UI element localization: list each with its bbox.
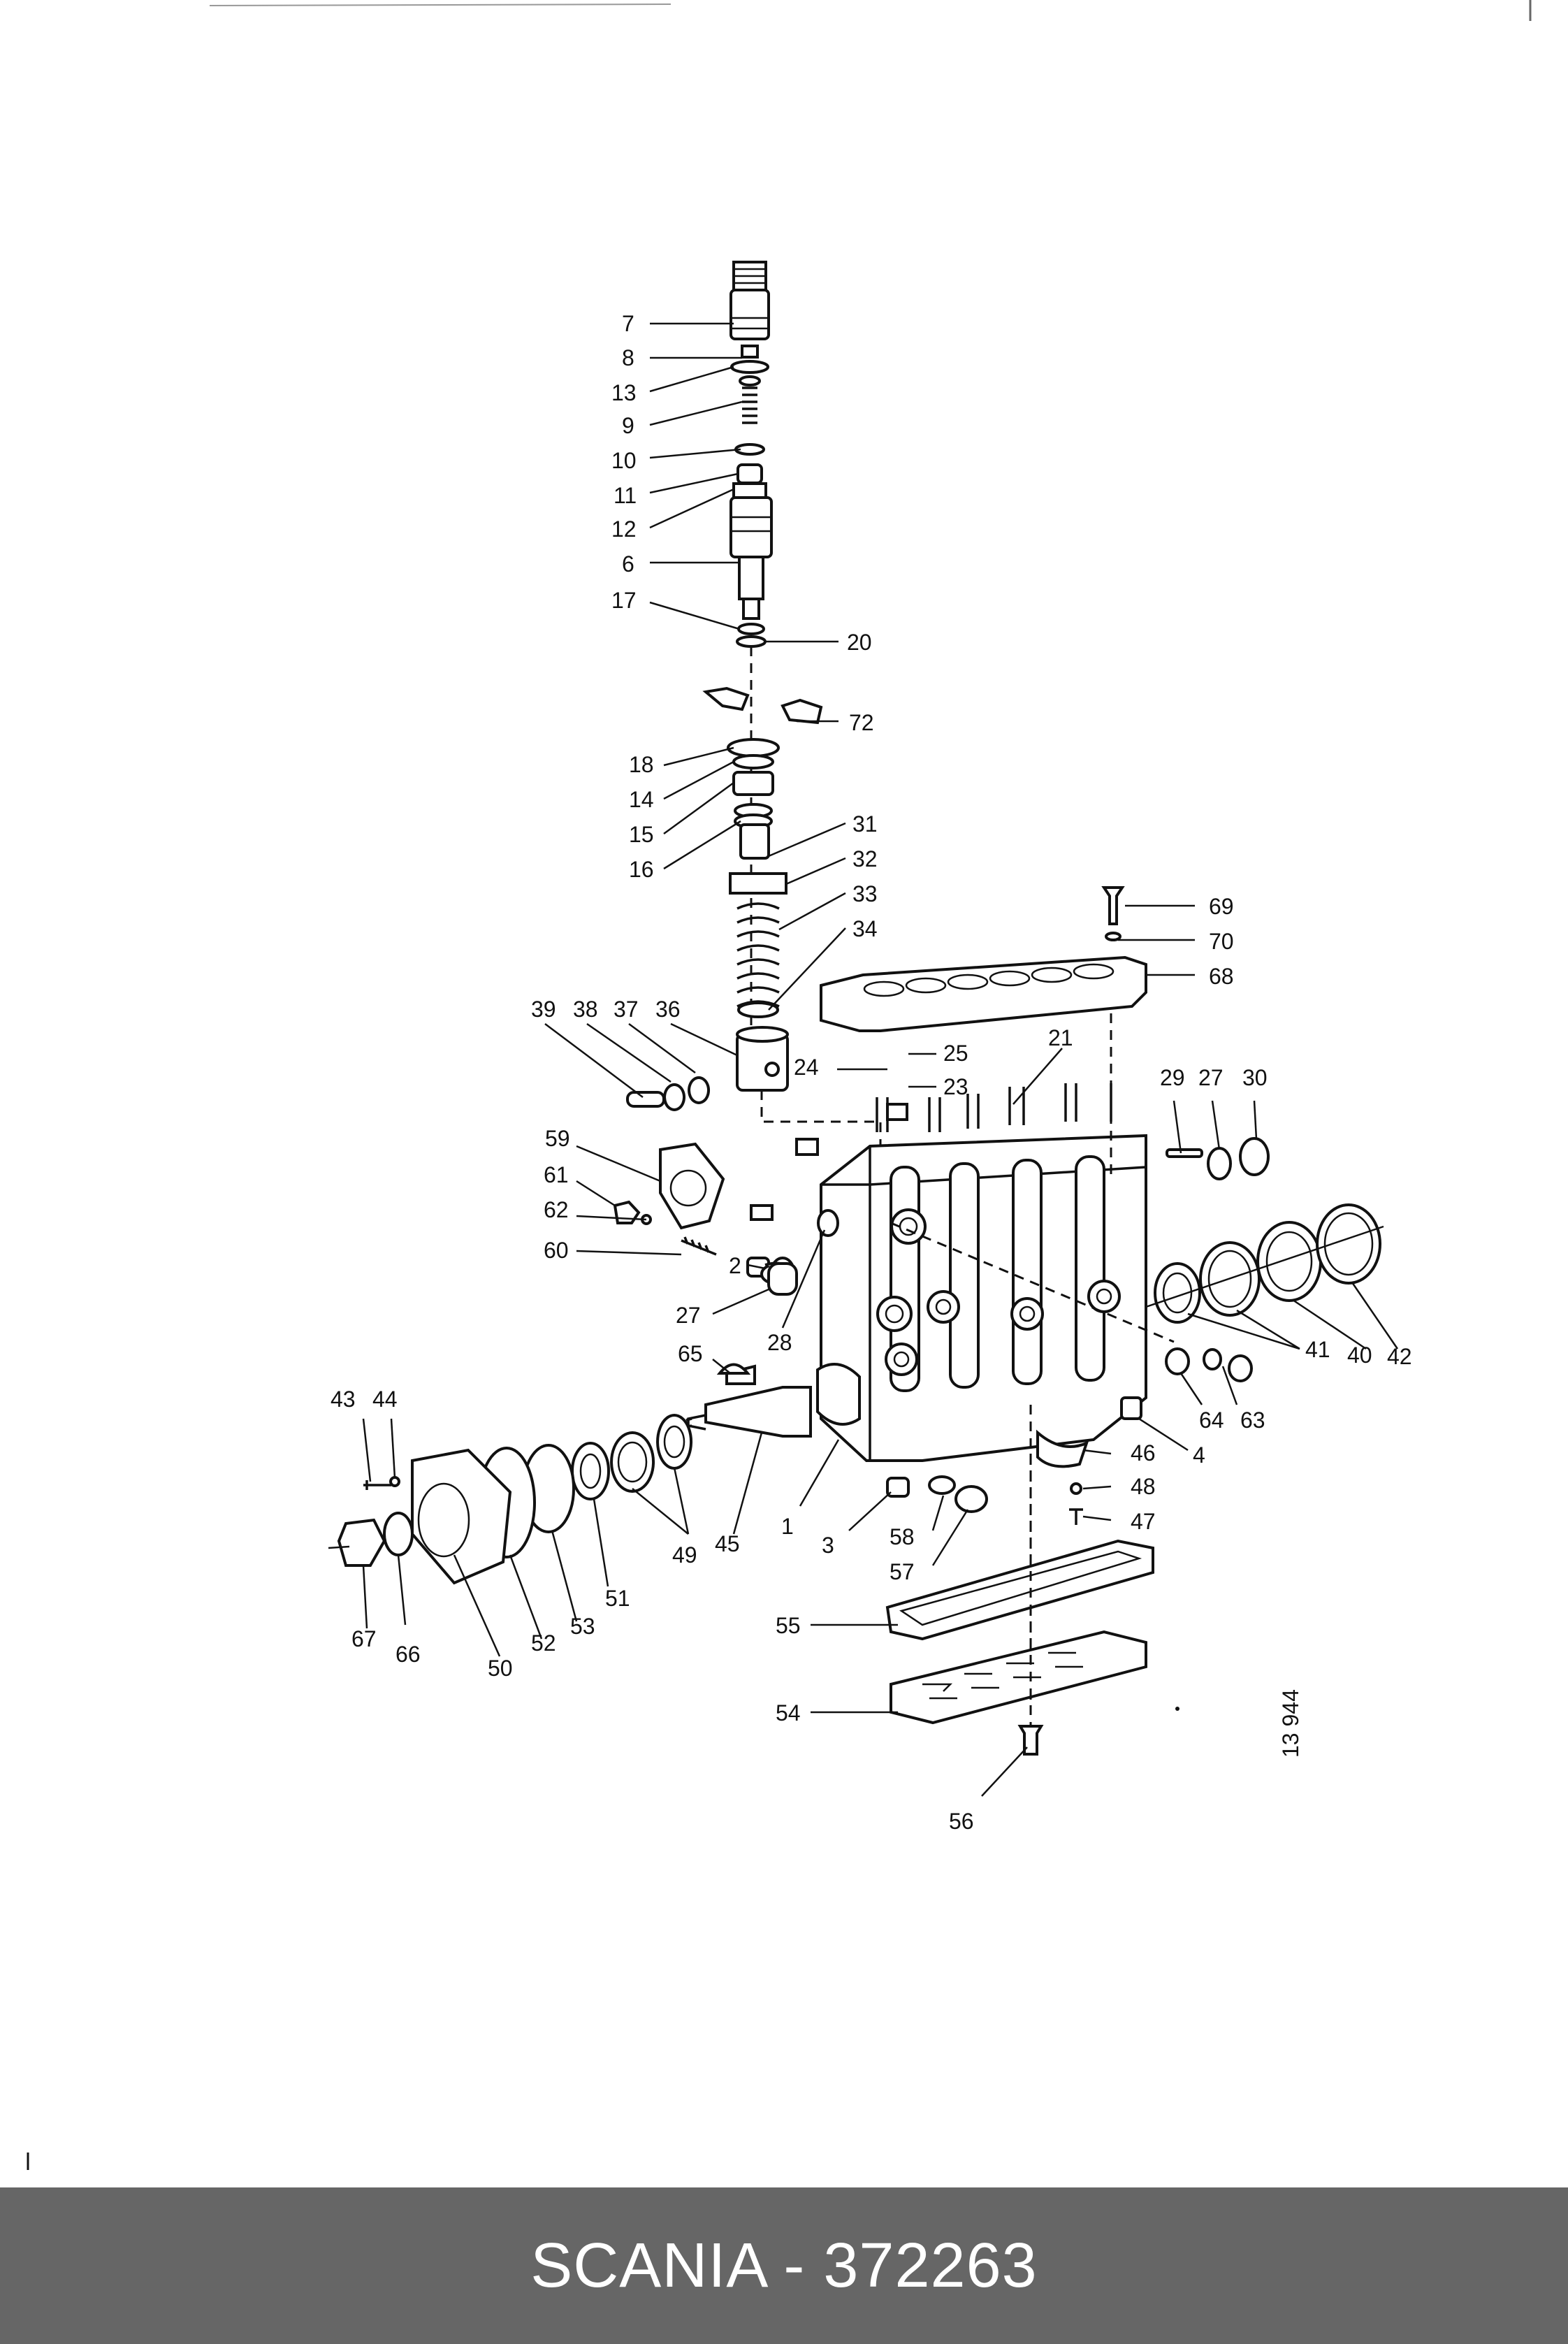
label-65: 65 [678, 1341, 703, 1366]
label-11: 11 [614, 483, 637, 508]
label-13: 13 [611, 380, 637, 405]
label-25: 25 [943, 1041, 968, 1066]
label-72: 72 [849, 710, 874, 735]
label-38: 38 [573, 997, 598, 1022]
label-40: 40 [1347, 1343, 1372, 1368]
label-15: 15 [629, 822, 654, 847]
label-28: 28 [767, 1330, 792, 1355]
label-52: 52 [531, 1630, 556, 1656]
label-48: 48 [1131, 1474, 1156, 1499]
label-6: 6 [622, 551, 634, 577]
bottom-plates [885, 1454, 1154, 1756]
label-62: 62 [544, 1197, 569, 1222]
label-37: 37 [614, 997, 639, 1022]
label-31: 31 [852, 811, 878, 837]
footer-bar: SCANIA - 372263 [0, 2187, 1568, 2344]
label-32: 32 [852, 846, 878, 871]
label-34: 34 [852, 916, 878, 941]
label-44: 44 [372, 1387, 398, 1412]
label-27-right: 27 [1198, 1065, 1224, 1090]
label-4: 4 [1193, 1442, 1205, 1468]
label-57: 57 [890, 1559, 915, 1584]
right-bearings [1145, 1137, 1384, 1324]
label-41: 41 [1305, 1337, 1330, 1362]
label-64: 64 [1199, 1408, 1224, 1433]
label-27-left: 27 [676, 1303, 701, 1328]
housing-cover [820, 886, 1147, 1032]
label-1: 1 [781, 1514, 794, 1539]
pump-element-stack [626, 261, 882, 1164]
label-66: 66 [395, 1642, 421, 1667]
label-60: 60 [544, 1238, 569, 1263]
label-7: 7 [622, 311, 634, 336]
label-17: 17 [611, 588, 637, 613]
label-69: 69 [1209, 894, 1234, 919]
label-56: 56 [949, 1809, 974, 1834]
label-54: 54 [776, 1700, 801, 1726]
label-50: 50 [488, 1656, 513, 1681]
label-20: 20 [847, 630, 872, 655]
label-61: 61 [544, 1162, 569, 1187]
label-33: 33 [852, 881, 878, 906]
label-39: 39 [531, 997, 556, 1022]
label-42: 42 [1387, 1344, 1412, 1369]
label-2: 2 [729, 1253, 741, 1278]
label-55: 55 [776, 1613, 801, 1638]
left-side-parts [613, 1103, 908, 1296]
label-3: 3 [822, 1533, 834, 1558]
label-51: 51 [605, 1586, 630, 1611]
label-68: 68 [1209, 964, 1234, 989]
label-67: 67 [351, 1626, 377, 1651]
leader-lines [362, 322, 1399, 1797]
label-63: 63 [1240, 1408, 1265, 1433]
label-43: 43 [331, 1387, 356, 1412]
label-14: 14 [629, 787, 654, 812]
camshaft-front-parts [328, 1347, 1253, 1585]
label-18: 18 [629, 752, 654, 777]
label-58: 58 [890, 1524, 915, 1549]
footer-title: SCANIA - 372263 [530, 2230, 1038, 2301]
label-21: 21 [1048, 1025, 1073, 1050]
label-53: 53 [570, 1614, 595, 1639]
label-8: 8 [622, 345, 634, 370]
label-24: 24 [794, 1055, 819, 1080]
label-70: 70 [1209, 929, 1234, 954]
label-16: 16 [629, 857, 654, 882]
label-46: 46 [1131, 1440, 1156, 1466]
label-23: 23 [943, 1074, 968, 1099]
label-10: 10 [611, 448, 637, 473]
exploded-diagram: 7 8 13 9 10 11 12 6 17 20 72 18 14 15 16… [27, 0, 1532, 2170]
label-47: 47 [1131, 1509, 1156, 1534]
pump-housing [820, 971, 1175, 1712]
label-29: 29 [1160, 1065, 1185, 1090]
label-36: 36 [655, 997, 681, 1022]
drawing-number: 13 944 [1278, 1689, 1303, 1758]
label-59: 59 [545, 1126, 570, 1151]
label-30: 30 [1242, 1065, 1268, 1090]
part-labels: 7 8 13 9 10 11 12 6 17 20 72 18 14 15 16… [331, 311, 1412, 1834]
label-9: 9 [622, 413, 634, 438]
label-45: 45 [715, 1531, 740, 1556]
label-12: 12 [611, 516, 637, 542]
label-49: 49 [672, 1542, 697, 1568]
